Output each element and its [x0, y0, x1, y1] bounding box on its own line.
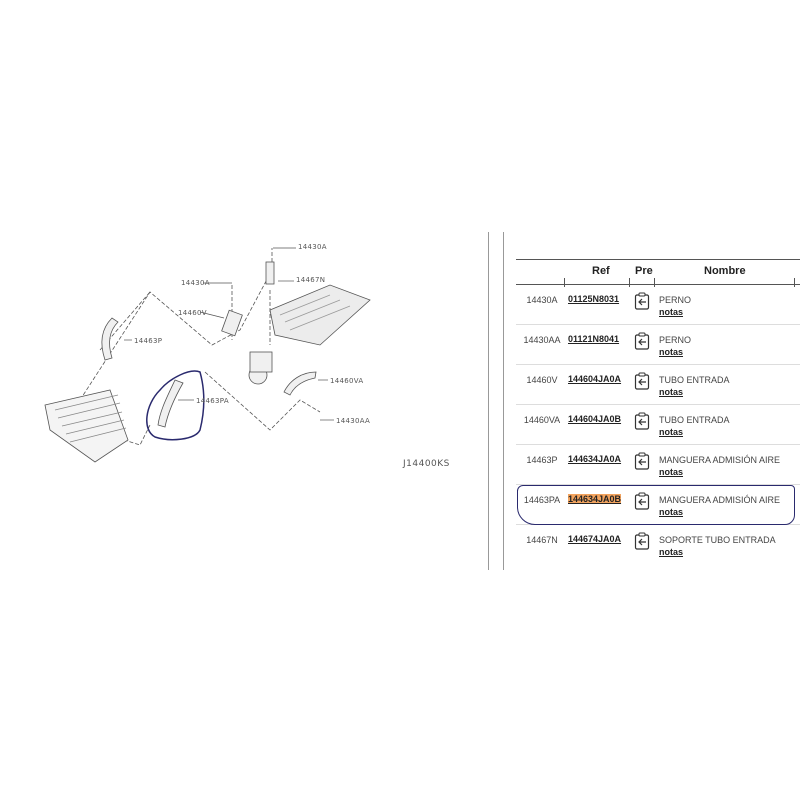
table-row: 14463P 144634JA0A MANGUERA ADMISIÓN AIRE… [516, 445, 800, 485]
table-row: 14430AA 01121N8041 PERNO notas [516, 325, 800, 365]
table-row-highlighted: 14463PA 144634JA0B MANGUERA ADMISIÓN AIR… [516, 485, 800, 525]
callout-label: 14467N [296, 276, 326, 284]
table-row: 14460V 144604JA0A TUBO ENTRADA notas [516, 365, 800, 405]
part-name: PERNO [659, 295, 692, 305]
part-name: MANGUERA ADMISIÓN AIRE [659, 495, 781, 505]
position-code: 14460VA [523, 415, 561, 425]
parts-diagram-drawing [44, 247, 371, 463]
clipboard-arrow-icon[interactable] [634, 492, 650, 510]
clipboard-arrow-icon[interactable] [634, 532, 650, 550]
clipboard-arrow-icon[interactable] [634, 292, 650, 310]
part-name: TUBO ENTRADA [659, 415, 730, 425]
header-pre: Pre [635, 265, 653, 277]
notes-link[interactable]: notas [659, 507, 684, 517]
position-code: 14460V [526, 375, 558, 385]
parts-diagram: 14430A 14467N 14430A 14460V 14463P 14463… [44, 243, 450, 469]
ref-link[interactable]: 144634JA0B [568, 494, 622, 504]
notes-link[interactable]: notas [659, 347, 684, 357]
callout-label: 14463PA [196, 397, 229, 405]
clipboard-arrow-icon[interactable] [634, 332, 650, 350]
parts-table: Ref Pre Nombre 14430A 01125N8031 PERNO n… [516, 259, 800, 564]
part-name: PERNO [659, 335, 692, 345]
position-code: 14430A [526, 295, 558, 305]
notes-link[interactable]: notas [659, 547, 684, 557]
notes-link[interactable]: notas [659, 307, 684, 317]
callout-label: 14430AA [336, 417, 371, 425]
clipboard-arrow-icon[interactable] [634, 372, 650, 390]
table-row: 14467N 144674JA0A SOPORTE TUBO ENTRADA n… [516, 525, 800, 564]
ref-link[interactable]: 01121N8041 [568, 334, 620, 344]
part-name: SOPORTE TUBO ENTRADA [659, 535, 776, 545]
diagram-code: J14400KS [403, 459, 450, 469]
ref-link[interactable]: 144674JA0A [568, 534, 622, 544]
divider [488, 232, 489, 570]
clipboard-arrow-icon[interactable] [634, 412, 650, 430]
callout-label: 14460V [178, 309, 207, 317]
part-name: TUBO ENTRADA [659, 375, 730, 385]
clipboard-arrow-icon[interactable] [634, 452, 650, 470]
table-header: Ref Pre Nombre [516, 259, 800, 287]
notes-link[interactable]: notas [659, 427, 684, 437]
header-ref: Ref [592, 265, 610, 277]
callout-label: 14460VA [330, 377, 364, 385]
callout-label: 14430A [181, 279, 210, 287]
position-code: 14463P [526, 455, 558, 465]
part-name: MANGUERA ADMISIÓN AIRE [659, 455, 781, 465]
position-code: 14463PA [523, 495, 561, 505]
position-code: 14467N [526, 535, 558, 545]
ref-link[interactable]: 144604JA0B [568, 414, 622, 424]
table-row: 14460VA 144604JA0B TUBO ENTRADA notas [516, 405, 800, 445]
notes-link[interactable]: notas [659, 387, 684, 397]
divider [503, 232, 504, 570]
callout-label: 14430A [298, 243, 327, 251]
ref-link[interactable]: 01125N8031 [568, 294, 620, 304]
notes-link[interactable]: notas [659, 467, 684, 477]
table-row: 14430A 01125N8031 PERNO notas [516, 285, 800, 325]
ref-link[interactable]: 144604JA0A [568, 374, 622, 384]
position-code: 14430AA [523, 335, 561, 345]
callout-label: 14463P [134, 337, 163, 345]
header-nombre: Nombre [704, 265, 746, 277]
ref-link[interactable]: 144634JA0A [568, 454, 622, 464]
